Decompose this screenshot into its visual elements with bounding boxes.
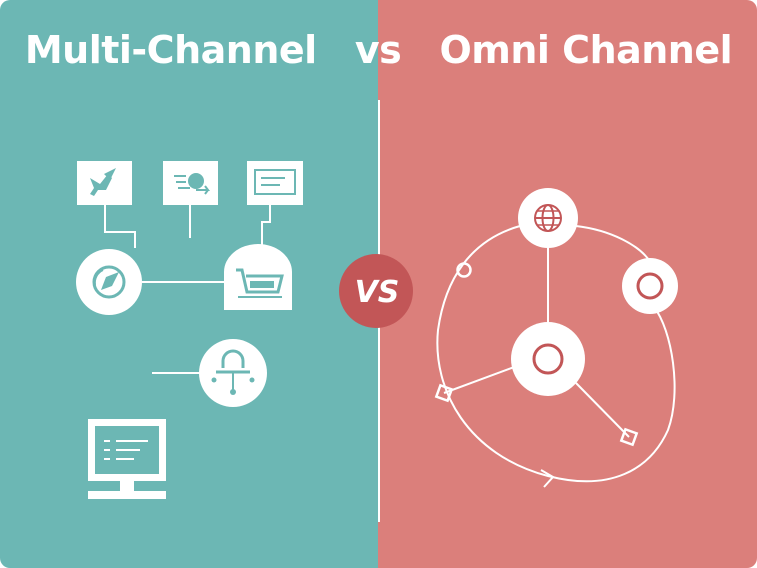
loop-node-left-bottom	[434, 383, 454, 403]
connector-bird	[104, 205, 136, 248]
center-hub-icon	[511, 322, 585, 396]
lock-node-icon	[199, 339, 267, 407]
omni-channel-diagram	[436, 225, 676, 488]
title-vs: vs	[354, 28, 402, 72]
delivery-icon	[163, 161, 218, 205]
shopping-cart-icon	[224, 244, 292, 310]
globe-icon	[518, 188, 578, 248]
connector-card	[261, 205, 271, 245]
omni-channel-panel	[378, 0, 757, 568]
monitor-icon	[88, 419, 166, 499]
loop-arrow	[540, 469, 555, 488]
compass-icon	[76, 249, 142, 315]
page-title: Multi-Channel vs Omni Channel	[0, 28, 757, 72]
spoke-right	[575, 382, 630, 438]
multi-channel-diagram	[104, 205, 271, 374]
multi-channel-panel	[0, 0, 378, 568]
spoke-left	[443, 365, 518, 394]
ring-node-icon	[622, 258, 678, 314]
vs-badge: VS	[339, 254, 413, 328]
loop-node-right-bottom	[619, 427, 639, 447]
card-icon	[247, 161, 303, 205]
bird-icon	[77, 161, 132, 205]
title-left: Multi-Channel	[24, 28, 317, 72]
title-right: Omni Channel	[439, 28, 733, 72]
vs-badge-label: VS	[355, 275, 400, 310]
loop-node-left-top	[456, 262, 472, 278]
omni-loop	[436, 225, 676, 483]
